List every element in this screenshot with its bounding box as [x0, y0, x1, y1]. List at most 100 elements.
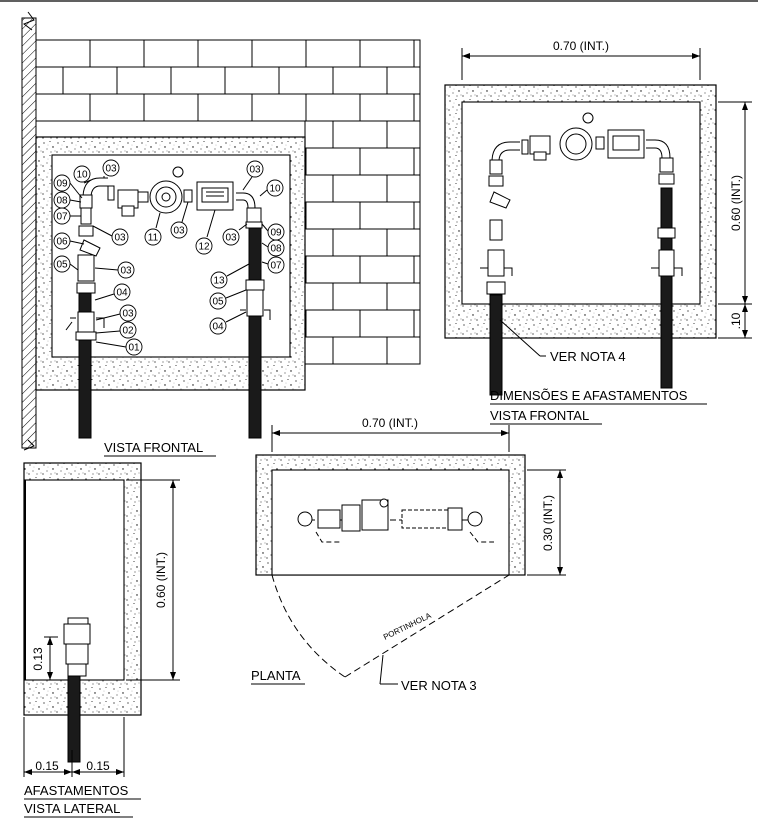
lateral-pipe — [67, 675, 81, 763]
balloon-02: 02 — [95, 321, 137, 339]
svg-text:03: 03 — [173, 226, 185, 237]
brick — [305, 39, 361, 68]
svg-text:03: 03 — [122, 309, 134, 320]
brick — [305, 255, 361, 284]
regulator-assembly — [107, 166, 193, 217]
gas-meter — [196, 181, 234, 211]
brick — [89, 39, 145, 68]
brick — [332, 282, 388, 311]
dim-title-line1: DIMENSÕES E AFASTAMENTOS — [490, 388, 688, 403]
brick — [197, 39, 253, 68]
balloon-05-right: 05 — [209, 289, 247, 310]
balloon-12: 12 — [195, 209, 216, 255]
brick — [35, 93, 91, 122]
top-width-dim: 0.70 (INT.) — [553, 39, 609, 53]
brick — [386, 174, 421, 203]
balloon-06: 06 — [53, 232, 85, 250]
svg-text:03: 03 — [105, 164, 117, 175]
brick — [386, 228, 421, 257]
balloon-01: 01 — [95, 338, 143, 356]
brick — [332, 174, 388, 203]
top-height-dim: 0.60 (INT.) — [729, 175, 743, 231]
svg-text:08: 08 — [56, 196, 68, 207]
brick — [197, 93, 253, 122]
svg-text:11: 11 — [148, 233, 159, 244]
dim-view-components — [480, 112, 683, 295]
brick — [35, 66, 64, 95]
brick — [304, 174, 334, 203]
brick — [386, 66, 421, 95]
lateral-view: 0.60 (INT.) 0.13 0.15 0.15 AFASTAMENTOS … — [23, 462, 180, 818]
left-riser-fittings — [65, 177, 108, 341]
brick — [143, 39, 199, 68]
door-swing-arc — [271, 574, 346, 678]
brick — [224, 66, 280, 95]
brick — [304, 336, 334, 365]
balloon-03-top: 03 — [102, 159, 120, 178]
brick — [359, 147, 415, 176]
vista-frontal-label: VISTA FRONTAL — [104, 440, 203, 455]
balloon-09: 09 — [53, 174, 83, 199]
brick — [251, 39, 307, 68]
left-supply-pipe — [78, 339, 92, 439]
balloon-11: 11 — [144, 212, 162, 246]
brick-wall — [35, 39, 421, 365]
brick — [386, 336, 421, 365]
plan-depth-dim: 0.30 (INT.) — [541, 495, 555, 551]
brick — [332, 120, 388, 149]
balloon-03-a: 03 — [92, 225, 129, 246]
balloon-03-c: 03 — [95, 304, 137, 322]
brick — [305, 309, 361, 338]
svg-text:07: 07 — [270, 261, 282, 272]
brick — [359, 93, 415, 122]
balloon-04-left: 04 — [94, 283, 131, 301]
balloon-13: 13 — [210, 263, 250, 289]
lateral-valve — [63, 617, 91, 677]
brick — [251, 93, 307, 122]
lateral-right-dim: 0.15 — [86, 759, 110, 773]
svg-text:02: 02 — [122, 326, 134, 337]
dim-title-line2: VISTA FRONTAL — [490, 408, 589, 423]
wall-section — [21, 17, 37, 449]
svg-text:10: 10 — [269, 184, 281, 195]
svg-text:04: 04 — [116, 288, 128, 299]
svg-text:03: 03 — [120, 266, 132, 277]
brick — [413, 39, 421, 68]
brick — [386, 282, 421, 311]
brick — [359, 39, 415, 68]
brick — [359, 201, 415, 230]
balloon-03-right-top: 03 — [242, 160, 264, 191]
top-base-dim: .10 — [729, 312, 743, 329]
brick — [170, 66, 226, 95]
balloon-08: 08 — [53, 191, 82, 209]
planta-label: PLANTA — [251, 668, 301, 683]
balloon-10-right: 10 — [259, 179, 284, 197]
dimensions-frontal-view: 0.70 (INT.) 0.60 (INT.) .10 — [444, 39, 752, 425]
svg-text:03: 03 — [114, 233, 126, 244]
brick — [89, 93, 145, 122]
balloon-04-right: 04 — [209, 311, 247, 335]
svg-text:08: 08 — [270, 244, 282, 255]
balloon-03-mid: 03 — [170, 201, 189, 239]
right-riser-fittings — [236, 192, 271, 320]
svg-text:04: 04 — [212, 322, 224, 333]
plan-width-dim: 0.70 (INT.) — [362, 416, 418, 430]
callout-balloons: 10 03 09 08 07 06 05 03 03 04 03 02 01 1… — [53, 159, 285, 356]
svg-text:03: 03 — [249, 165, 261, 176]
balloon-07: 07 — [53, 207, 81, 225]
brick — [143, 93, 199, 122]
svg-text:05: 05 — [56, 260, 68, 271]
portinhola-label: PORTINHOLA — [382, 611, 433, 642]
plan-view: 0.70 (INT.) 0.30 (INT.) PORTINHOLA VER N… — [251, 416, 566, 693]
svg-text:09: 09 — [270, 228, 282, 239]
brick — [278, 66, 334, 95]
brick — [116, 66, 172, 95]
brick — [332, 228, 388, 257]
door-leaf — [344, 574, 510, 678]
balloon-03-right: 03 — [222, 223, 248, 246]
svg-text:13: 13 — [213, 276, 225, 287]
right-supply-pipe — [248, 227, 262, 439]
brick — [304, 282, 334, 311]
balloon-08-right: 08 — [261, 239, 285, 257]
svg-text:12: 12 — [198, 242, 210, 253]
